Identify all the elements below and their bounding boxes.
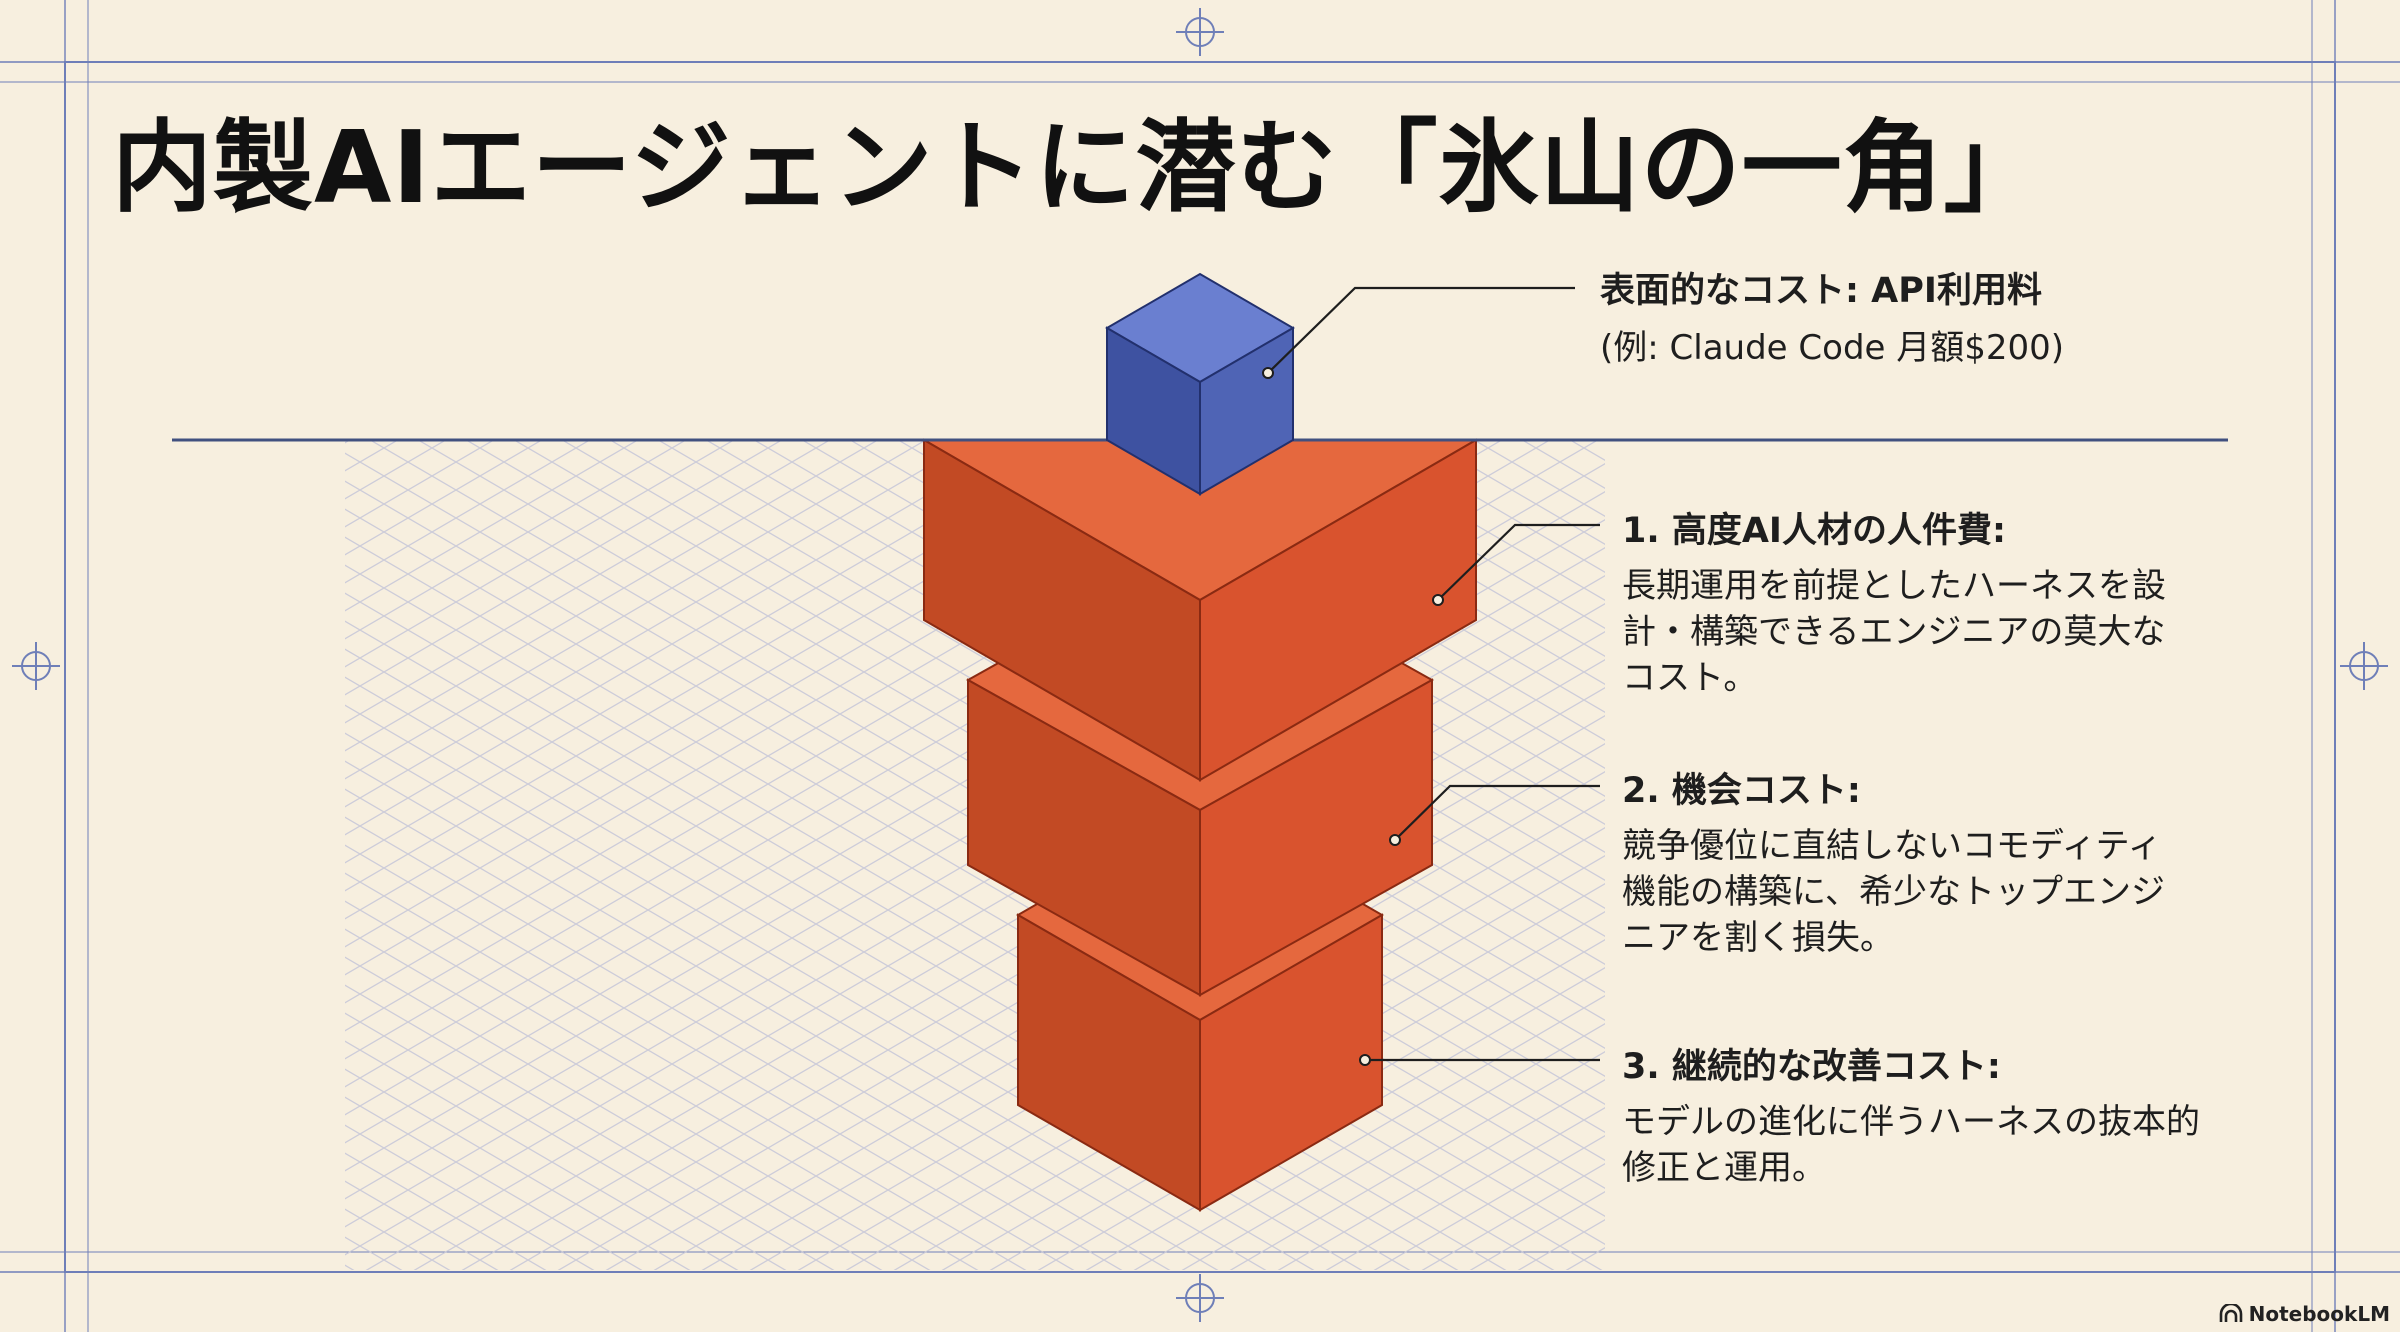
cost-block-personnel bbox=[920, 438, 1480, 782]
crosshair-right bbox=[2340, 642, 2388, 690]
callout-heading: 3. 継続的な改善コスト: bbox=[1622, 1047, 2001, 1087]
crosshair-bottom bbox=[1176, 1274, 1224, 1322]
callout-heading: 表面的なコスト: API利用料 bbox=[1600, 271, 2042, 311]
callout-item-2: 2. 機会コスト: 競争優位に直結しないコモディティ 機能の構築に、希少なトップ… bbox=[1622, 762, 2165, 961]
callout-heading: 2. 機会コスト: bbox=[1622, 771, 1861, 811]
callout-surface-cost: 表面的なコスト: API利用料 (例: Claude Code 月額$200) bbox=[1600, 262, 2064, 371]
brand-watermark: NotebookLM bbox=[2219, 1302, 2390, 1326]
callout-heading: 1. 高度AI人材の人件費: bbox=[1622, 511, 2006, 551]
callout-item-3: 3. 継続的な改善コスト: モデルの進化に伴うハーネスの抜本的 修正と運用。 bbox=[1622, 1038, 2200, 1191]
leader-surface bbox=[1267, 286, 1575, 374]
callout-line: モデルの進化に伴うハーネスの抜本的 bbox=[1622, 1102, 2200, 1142]
page-title: 内製AIエージェントに潜む「氷山の一角」 bbox=[112, 109, 2045, 226]
leader-item-1 bbox=[1437, 523, 1600, 601]
leader-dot-surface bbox=[1262, 367, 1274, 379]
leader-dot-item-1 bbox=[1432, 594, 1444, 606]
crosshair-left bbox=[12, 642, 60, 690]
callout-line: 修正と運用。 bbox=[1622, 1148, 1826, 1188]
callout-line: 計・構築できるエンジニアの莫大な bbox=[1622, 612, 2166, 652]
brand-name: NotebookLM bbox=[2248, 1302, 2390, 1326]
callout-line: 長期運用を前提としたハーネスを設 bbox=[1622, 566, 2166, 606]
callout-line: 機能の構築に、希少なトップエンジ bbox=[1622, 872, 2165, 912]
callout-item-1: 1. 高度AI人材の人件費: 長期運用を前提としたハーネスを設 計・構築できるエ… bbox=[1622, 502, 2166, 701]
callout-detail: (例: Claude Code 月額$200) bbox=[1600, 328, 2065, 368]
callout-line: コスト。 bbox=[1622, 658, 1758, 698]
leader-dot-item-3 bbox=[1359, 1054, 1371, 1066]
crosshair-top bbox=[1176, 8, 1224, 56]
leader-item-2 bbox=[1394, 784, 1600, 841]
callout-line: ニアを割く損失。 bbox=[1622, 918, 1894, 958]
notebooklm-logo-icon bbox=[2219, 1304, 2242, 1322]
leader-dot-item-2 bbox=[1389, 834, 1401, 846]
callout-line: 競争優位に直結しないコモディティ bbox=[1622, 826, 2162, 866]
